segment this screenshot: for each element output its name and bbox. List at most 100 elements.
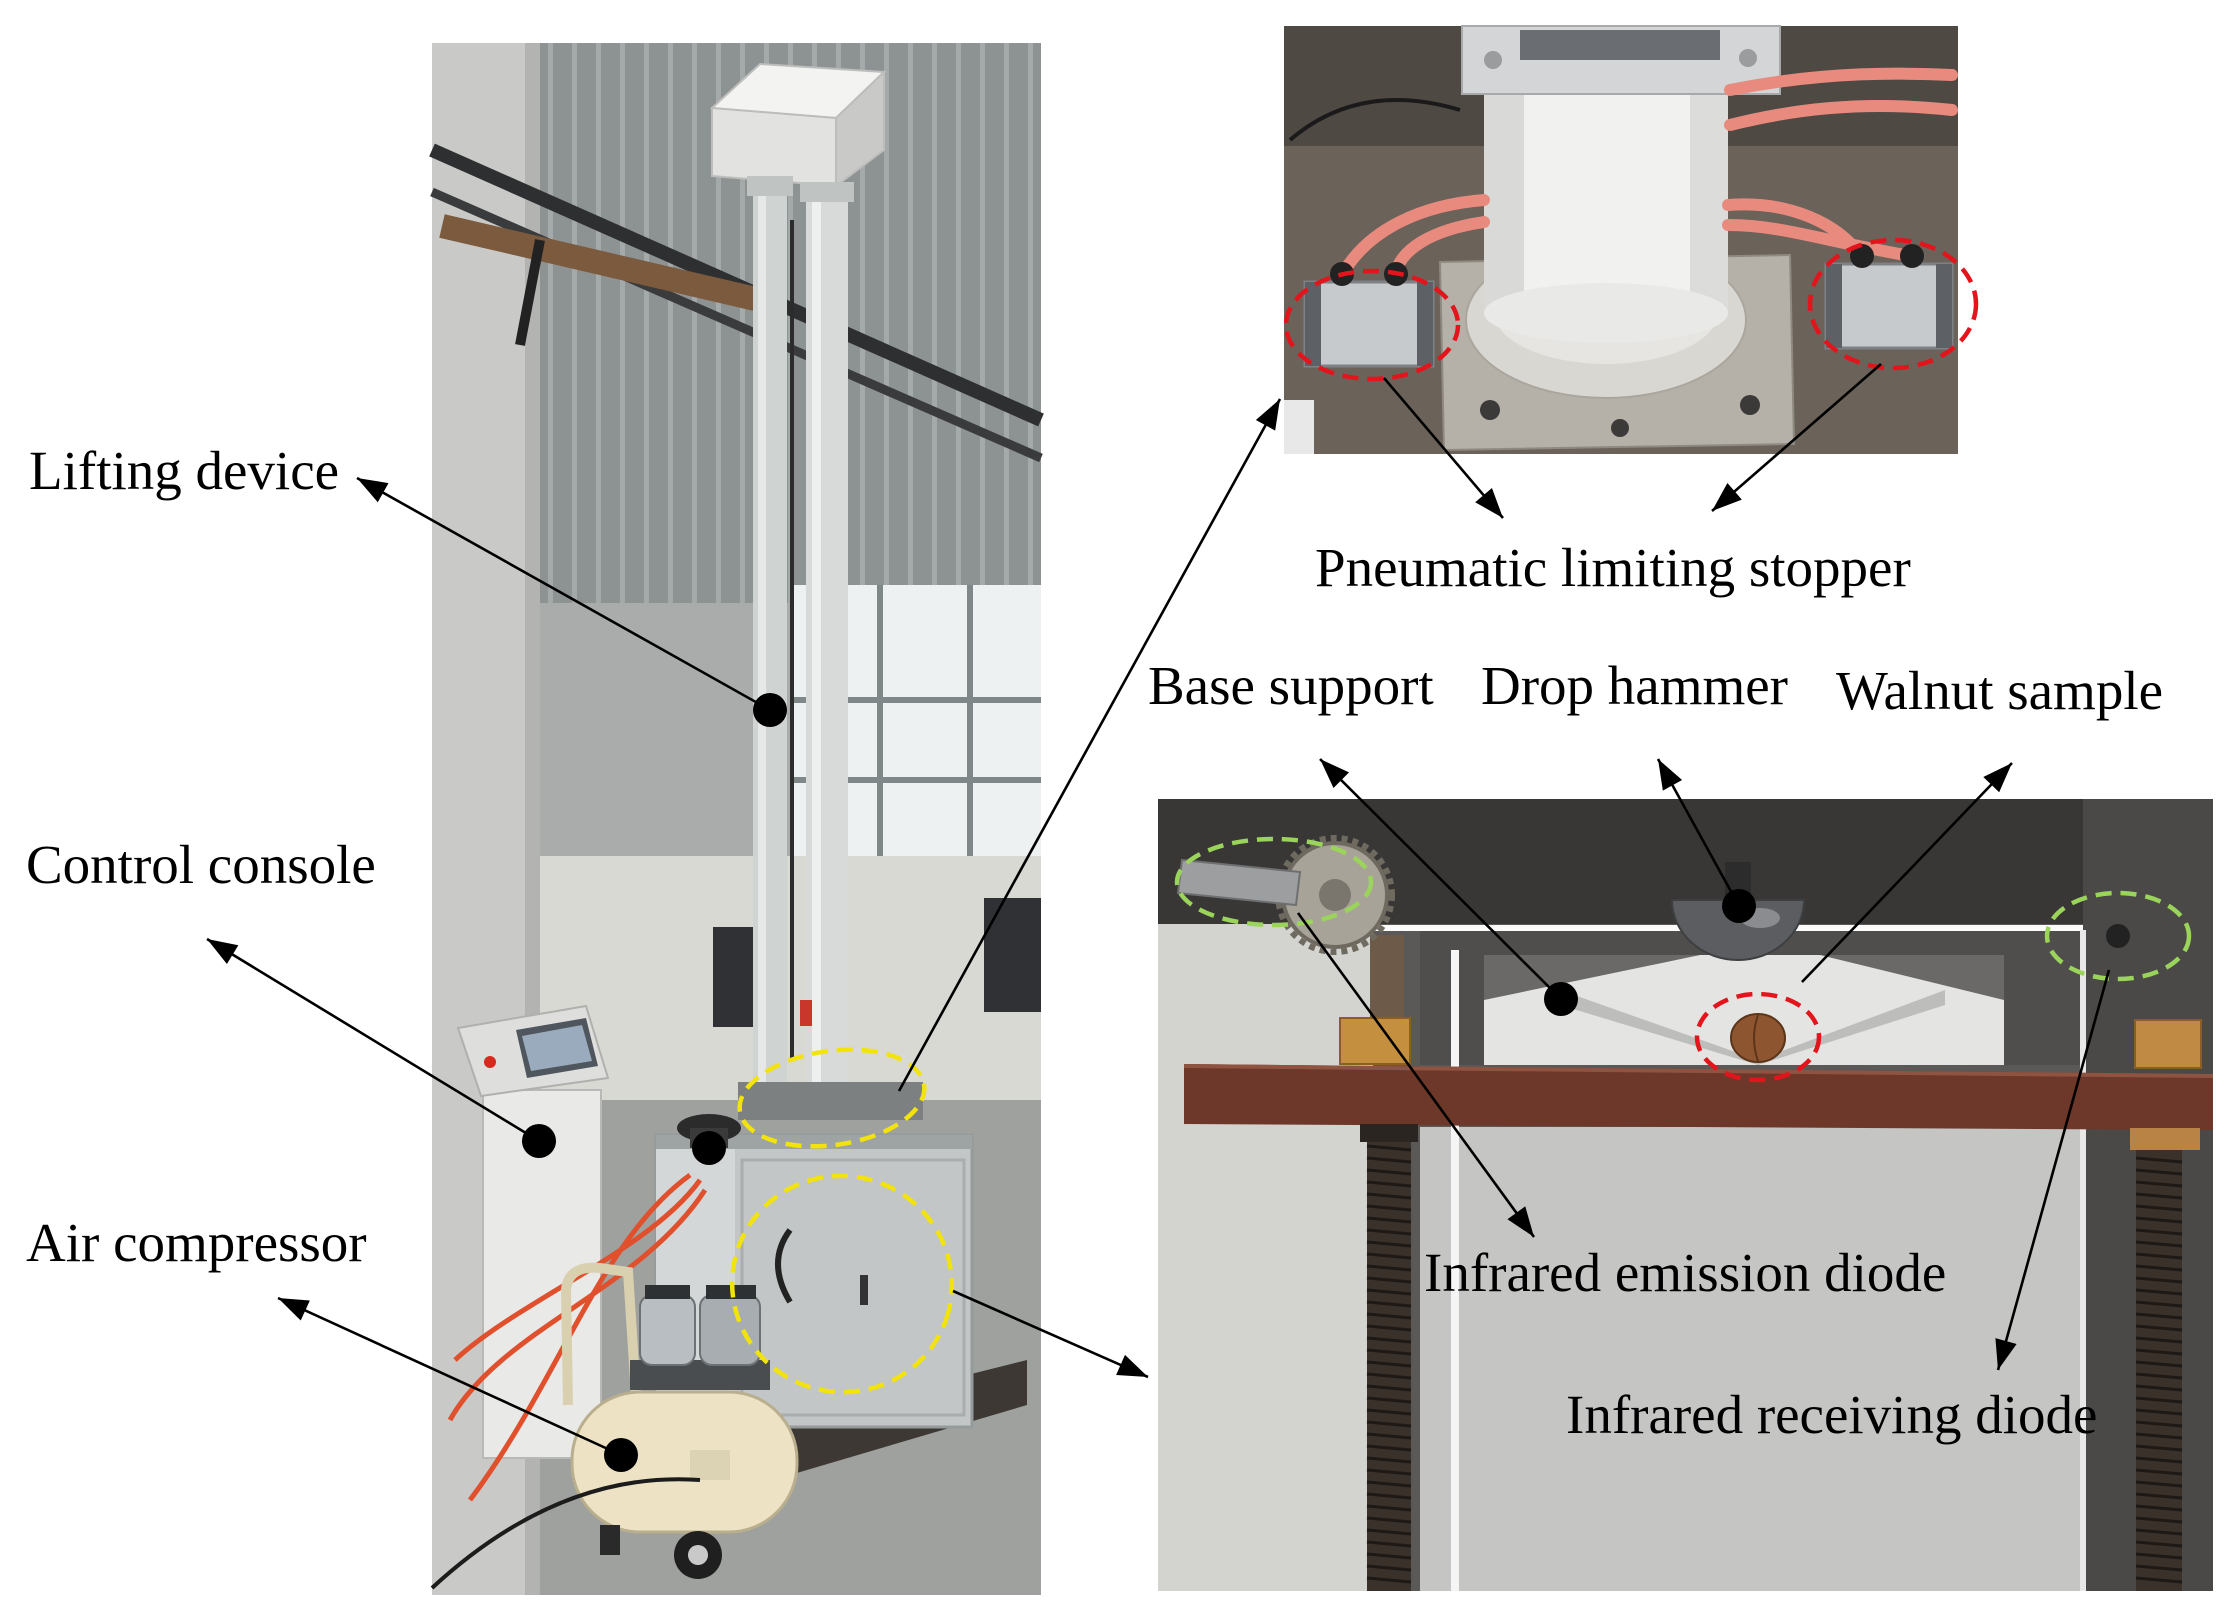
air-tube: [1724, 100, 1958, 131]
air-hose: [447, 1188, 708, 1422]
air-tube: [1724, 67, 1958, 96]
guide-pole-right-highlight: [812, 202, 821, 1112]
compressor-tank-label: [690, 1450, 730, 1480]
thread: [2135, 1360, 2183, 1368]
thread: [1366, 1528, 1412, 1536]
gear-hub: [1319, 879, 1351, 911]
wall-rib: [884, 43, 889, 603]
marker-dot-control-console: [522, 1124, 556, 1158]
thread: [1366, 1216, 1412, 1224]
photo-pneumatic-stopper: [1283, 25, 1979, 454]
compressor-tank: [570, 1390, 799, 1534]
pneumatic-cylinder-body: [1303, 280, 1435, 368]
v-block-body: [1484, 955, 2004, 1065]
pneumatic-cylinder-cap: [1936, 264, 1952, 348]
brass-nut: [2134, 1019, 2202, 1069]
bolt: [1611, 419, 1629, 437]
arrow-to-stopper-photo: [897, 398, 1282, 1092]
thread: [2135, 1324, 2183, 1332]
thread: [1366, 1396, 1412, 1404]
arrowhead: [1995, 1338, 2017, 1370]
wall-rib: [644, 43, 649, 603]
thread: [2135, 1192, 2183, 1200]
thread: [1366, 1504, 1412, 1512]
pole-collar: [747, 176, 793, 196]
thread: [2135, 1372, 2183, 1380]
bolt: [1740, 395, 1760, 415]
label-infrared-receiving-diode: Infrared receiving diode: [1566, 1384, 2097, 1445]
thread: [1366, 1144, 1412, 1152]
arrowhead: [1712, 483, 1742, 511]
inner-cabinet-wall: [1420, 1127, 2083, 1591]
air-tubes: [1339, 67, 1958, 281]
thread: [1366, 1576, 1412, 1584]
thread: [2135, 1288, 2183, 1296]
label-lifting-device: Lifting device: [29, 440, 339, 501]
thread: [1366, 1156, 1412, 1164]
support-plate: [1184, 1064, 2213, 1130]
labels: Lifting device Control console Air compr…: [26, 440, 2163, 1445]
thread: [2135, 1384, 2183, 1392]
cabinet-top-edge: [656, 1135, 972, 1149]
thread: [1366, 1240, 1412, 1248]
walnut: [1730, 1013, 1786, 1063]
air-tube: [1722, 219, 1911, 261]
thread: [2135, 1216, 2183, 1224]
pneumatic-cylinder-body: [1824, 262, 1954, 350]
threaded-rod-right: [2136, 1150, 2182, 1591]
air-compressor: [560, 1262, 799, 1579]
thread: [1366, 1516, 1412, 1524]
wall-rib: [692, 43, 697, 603]
thread: [2135, 1432, 2183, 1440]
thread: [1366, 1384, 1412, 1392]
thread: [1366, 1204, 1412, 1212]
thread: [2135, 1204, 2183, 1212]
arrowhead: [278, 1298, 310, 1321]
brass-nut: [2130, 1128, 2200, 1150]
thread: [2135, 1156, 2183, 1164]
thread: [2135, 1300, 2183, 1308]
highlight-stopper-left: [1283, 268, 1461, 382]
thread: [1366, 1408, 1412, 1416]
thread: [2135, 1516, 2183, 1524]
photo-impact-chamber: [1158, 799, 2214, 1591]
arrowhead: [1320, 759, 1350, 788]
highlight-stopper-area: [737, 1047, 927, 1149]
insulated-pipe: [439, 214, 763, 312]
photo-test-rig-overview: [429, 43, 1044, 1595]
v-block-corner: [1484, 955, 1700, 1000]
console-screen: [522, 1025, 592, 1071]
compressor-foot: [600, 1525, 620, 1555]
marker-dot-lifting-device: [753, 693, 787, 727]
thread: [1366, 1372, 1412, 1380]
arrowhead: [357, 478, 389, 503]
wall-rib: [860, 43, 865, 603]
thread: [2135, 1168, 2183, 1176]
arrowhead: [1255, 399, 1280, 431]
thread: [1366, 1192, 1412, 1200]
cabinet-door-handle: [860, 1275, 868, 1305]
thread: [2135, 1312, 2183, 1320]
air-fitting: [1900, 244, 1924, 268]
compressor-wheel-hub: [688, 1545, 708, 1565]
thread: [2135, 1348, 2183, 1356]
drop-tube-cylinder: [1484, 88, 1728, 313]
compressor-head: [645, 1285, 690, 1299]
wall-rib: [1004, 43, 1009, 603]
thread: [2135, 1564, 2183, 1572]
screw: [1484, 51, 1502, 69]
wall-rib: [596, 43, 601, 603]
infrared-receiver: [2106, 924, 2130, 948]
arrowhead: [1507, 1206, 1534, 1237]
marker-dot-machine: [692, 1131, 726, 1165]
pipe-bracket: [515, 239, 545, 346]
thread: [1366, 1336, 1412, 1344]
thread: [2135, 1264, 2183, 1272]
arrowhead: [1475, 488, 1503, 518]
wall-rib: [668, 43, 673, 603]
thread: [2135, 1480, 2183, 1488]
arrow-air-compressor: [277, 1296, 622, 1457]
arrow-infrared-receiving-diode: [1996, 969, 2111, 1371]
thread: [2135, 1396, 2183, 1404]
